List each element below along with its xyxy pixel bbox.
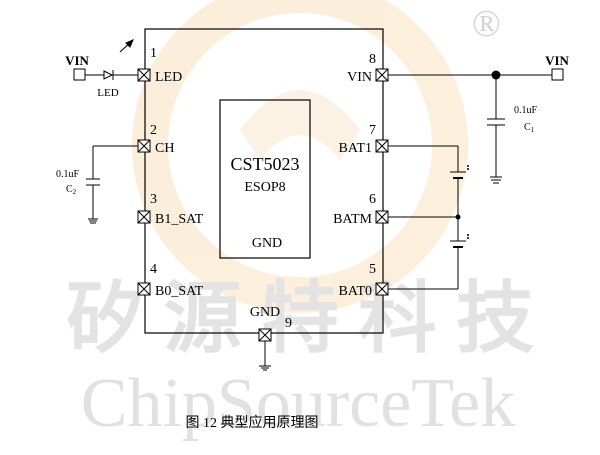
pin-3-number: 3 [150, 192, 157, 207]
chip-name: CST5023 [230, 154, 299, 174]
c2-value: 0.1uF [56, 169, 80, 180]
watermark-chinese: 矽 源 特 科 技 [66, 275, 534, 362]
c2-name: C2 [66, 184, 77, 196]
c2-name-letter: C [66, 184, 73, 195]
c1-name-letter: C [524, 122, 531, 133]
chip-package: ESOP8 [244, 180, 285, 195]
watermark-registered: ® [472, 3, 501, 45]
pin-8-number: 8 [369, 52, 376, 67]
pin-3-box [137, 210, 151, 224]
pin-9-label: GND [250, 305, 280, 320]
c1-name: C1 [524, 122, 535, 134]
chip-center-gnd: GND [252, 236, 282, 251]
pin-5-number: 5 [369, 262, 376, 277]
pin-4-label: B0_SAT [155, 284, 204, 299]
pin-4-number: 4 [150, 262, 157, 277]
pin-6-number: 6 [369, 192, 376, 207]
c1-value: 0.1uF [514, 105, 538, 116]
chip-inner-pad [219, 99, 311, 259]
pin-2-box [137, 139, 151, 153]
watermark-logo [132, 0, 468, 313]
c1-name-sub: 1 [531, 126, 535, 134]
pin-8-box [375, 68, 389, 82]
led-diode-icon [103, 70, 114, 80]
pin-7-label: BAT1 [339, 141, 372, 156]
pin-1-label: LED [155, 70, 182, 85]
pin-6-label: BATM [333, 212, 372, 227]
pin-5-box [375, 282, 389, 296]
led-arrow-icon [119, 39, 134, 53]
pin-1-number: 1 [150, 46, 157, 61]
pin-5-label: BAT0 [339, 284, 372, 299]
pin-7-box [375, 139, 389, 153]
vin-left-label: VIN [65, 53, 89, 68]
led-net-label: LED [97, 87, 118, 99]
pin-4-box [137, 282, 151, 296]
vin-left-net: VIN [65, 53, 138, 81]
pin-8-label: VIN [347, 70, 372, 85]
capacitor-c2 [86, 145, 138, 224]
pin-9-number: 9 [285, 316, 292, 331]
pin-2-number: 2 [150, 123, 157, 138]
pin-9-ground [259, 341, 271, 371]
pin-1-box [137, 68, 151, 82]
pin-3-label: B1_SAT [155, 212, 204, 227]
c2-name-sub: 2 [73, 188, 77, 196]
battery-polarity-marks [467, 165, 469, 239]
capacitor-c1 [487, 75, 505, 184]
pin-6-box [375, 210, 389, 224]
vin-right-label: VIN [545, 53, 569, 68]
pin-7-number: 7 [369, 123, 376, 138]
watermark: ® 矽 源 特 科 技 ChipSourceTek [66, 0, 534, 442]
battery-cells [388, 145, 466, 290]
figure-caption: 图 12 典型应用原理图 [186, 414, 319, 431]
pin-9-box [258, 328, 272, 342]
pin-2-label: CH [155, 141, 174, 156]
watermark-english: ChipSourceTek [81, 365, 515, 442]
